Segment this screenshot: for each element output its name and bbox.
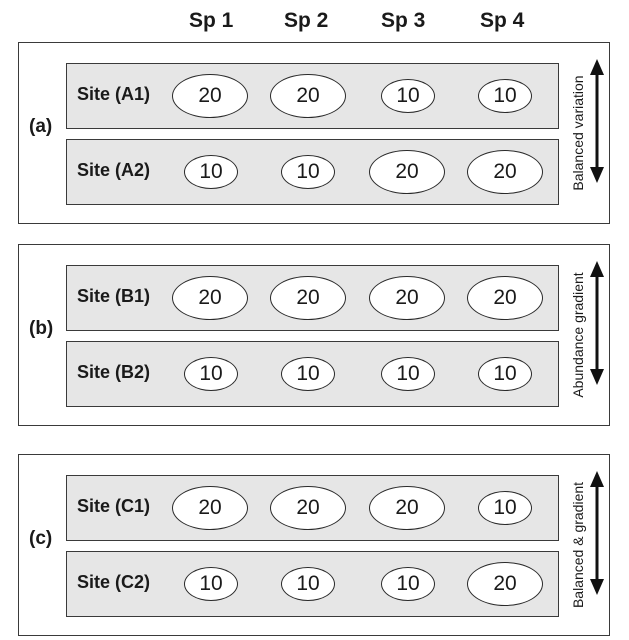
side-label: Balanced & gradient <box>570 482 586 608</box>
panel-c: (c) Site (C1) 20 20 20 10 Site (C2) 10 1… <box>18 454 610 636</box>
abundance-oval: 20 <box>369 276 445 320</box>
double-arrow-icon <box>590 261 604 385</box>
side-annotation: Abundance gradient <box>567 245 607 425</box>
abundance-oval: 10 <box>281 567 335 601</box>
abundance-oval: 10 <box>381 567 435 601</box>
side-annotation: Balanced variation <box>567 43 607 223</box>
site-label: Site (C2) <box>77 572 151 592</box>
svg-text:Balanced & gradient: Balanced & gradient <box>570 482 586 608</box>
abundance-oval: 20 <box>172 74 248 118</box>
abundance-oval: 20 <box>467 276 543 320</box>
panel-label: (b) <box>29 318 54 339</box>
panel-label: (a) <box>29 116 53 137</box>
panel-b: (b) Site (B1) 20 20 20 20 Site (B2) 10 1… <box>18 244 610 426</box>
site-row-a1: Site (A1) 20 20 10 10 <box>66 63 559 129</box>
site-row-b2: Site (B2) 10 10 10 10 <box>66 341 559 407</box>
abundance-oval: 20 <box>172 276 248 320</box>
abundance-oval: 20 <box>467 562 543 606</box>
abundance-oval: 10 <box>184 155 238 189</box>
abundance-oval: 10 <box>381 79 435 113</box>
site-row-b1: Site (B1) 20 20 20 20 <box>66 265 559 331</box>
svg-text:Balanced variation: Balanced variation <box>570 75 586 190</box>
header-sp2: Sp 2 <box>284 9 329 32</box>
abundance-oval: 20 <box>270 486 346 530</box>
abundance-oval: 20 <box>172 486 248 530</box>
svg-text:Abundance gradient: Abundance gradient <box>570 272 586 397</box>
header-sp3: Sp 3 <box>381 9 426 32</box>
abundance-oval: 10 <box>478 491 532 525</box>
abundance-oval: 10 <box>478 357 532 391</box>
side-annotation: Balanced & gradient <box>567 455 607 635</box>
abundance-oval: 20 <box>369 150 445 194</box>
panel-a: (a) Site (A1) 20 20 10 10 Site (A2) 10 1… <box>18 42 610 224</box>
site-label: Site (A2) <box>77 160 151 180</box>
abundance-oval: 10 <box>478 79 532 113</box>
site-label: Site (B1) <box>77 286 151 306</box>
abundance-oval: 10 <box>381 357 435 391</box>
abundance-oval: 10 <box>184 567 238 601</box>
site-row-a2: Site (A2) 10 10 20 20 <box>66 139 559 205</box>
abundance-oval: 20 <box>369 486 445 530</box>
abundance-oval: 20 <box>270 276 346 320</box>
site-row-c2: Site (C2) 10 10 10 20 <box>66 551 559 617</box>
abundance-oval: 20 <box>270 74 346 118</box>
header-sp4: Sp 4 <box>480 9 525 32</box>
abundance-oval: 20 <box>467 150 543 194</box>
site-label: Site (A1) <box>77 84 151 104</box>
abundance-oval: 10 <box>281 357 335 391</box>
site-label: Site (C1) <box>77 496 151 516</box>
site-label: Site (B2) <box>77 362 151 382</box>
header-sp1: Sp 1 <box>189 9 234 32</box>
side-label: Balanced variation <box>570 75 586 190</box>
double-arrow-icon <box>590 59 604 183</box>
site-row-c1: Site (C1) 20 20 20 10 <box>66 475 559 541</box>
panel-label: (c) <box>29 528 53 549</box>
abundance-oval: 10 <box>184 357 238 391</box>
abundance-oval: 10 <box>281 155 335 189</box>
side-label: Abundance gradient <box>570 272 586 397</box>
double-arrow-icon <box>590 471 604 595</box>
